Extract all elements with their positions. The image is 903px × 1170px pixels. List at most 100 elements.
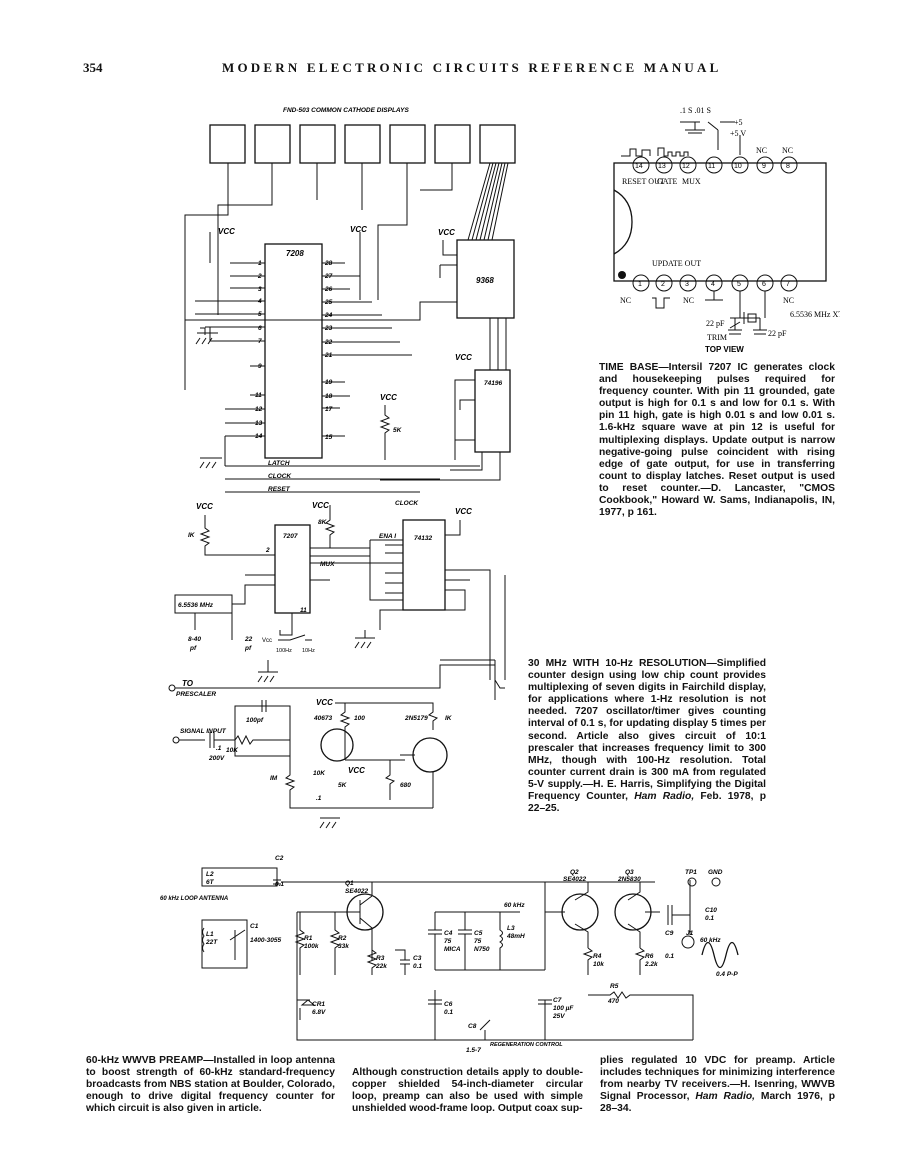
wwvb-c9v: 0.1 [665, 953, 674, 960]
r1k-label: IK [188, 532, 196, 539]
r680-label: 680 [400, 782, 411, 789]
reset-label: RESET [268, 486, 291, 493]
wwvb-cr1: CR1 [312, 1001, 325, 1008]
wwvb-q3v: 2N5830 [617, 876, 641, 883]
clock2-label: CLOCK [395, 500, 419, 507]
svg-text:6: 6 [258, 325, 262, 332]
wwvb-60khz-out: 60 kHz [700, 937, 721, 944]
svg-text:6: 6 [762, 281, 766, 288]
q2n5179-label: 2N5179 [404, 715, 428, 722]
wwvb-gnd: GND [708, 869, 723, 876]
trim-pin-label: TRIM [707, 333, 727, 342]
wwvb-c7: C7 [553, 997, 562, 1004]
wwvb-c3: C3 [413, 955, 422, 962]
counter-body: —Simplified counter design using low chi… [528, 658, 766, 803]
wwvb-col2: Although construction details apply to d… [352, 1067, 583, 1115]
vcc-label-2: VCC [350, 225, 367, 234]
cap22-right-label: 22 pF [768, 329, 787, 338]
wwvb-l3v: 48mH [506, 933, 525, 940]
wwvb-q1: Q1 [345, 880, 354, 887]
svg-text:12: 12 [255, 406, 263, 413]
wwvb-col3-a: plies regulated 10 VDC for preamp. Artic… [600, 1055, 835, 1103]
svg-text:25: 25 [324, 299, 333, 306]
svg-text:18: 18 [325, 393, 333, 400]
wwvb-r3: R3 [376, 955, 385, 962]
r1k2-label: IK [445, 715, 453, 722]
switch-values-label: .1 S .01 S [680, 106, 711, 115]
wwvb-c4v: 75 [444, 938, 452, 945]
page-number: 354 [83, 60, 103, 75]
wwvb-r5v: 470 [607, 998, 619, 1005]
wwvb-c7v: 100 µF [553, 1005, 574, 1012]
crystal-xtal-label: 6.5536 MHz XTAL [790, 310, 840, 319]
svg-text:9: 9 [762, 163, 766, 170]
wwvb-c8v: 1.5-7 [466, 1047, 481, 1054]
clock-label: CLOCK [268, 473, 292, 480]
wwvb-vpp: 0.4 P-P [716, 971, 738, 978]
wwvb-c1: C1 [250, 923, 259, 930]
wwvb-r5: R5 [610, 983, 619, 990]
chip-9368-label: 9368 [476, 276, 494, 285]
wwvb-col1: —Installed in loop antenna to boost stre… [86, 1055, 335, 1115]
counter-heading: 30 MHz WITH 10-Hz RESOLUTION [528, 658, 707, 669]
running-title: MODERN ELECTRONIC CIRCUITS REFERENCE MAN… [222, 60, 722, 75]
wwvb-c2: C2 [275, 855, 284, 862]
r1m-label: IM [270, 775, 278, 782]
vcc-label-4: VCC [455, 353, 472, 362]
chip-74132 [402, 519, 446, 611]
plus5v-label: +5 V [730, 129, 746, 138]
svg-text:2: 2 [257, 273, 262, 280]
nc-label-1: NC [756, 146, 767, 155]
vcc-label-7: VCC [455, 507, 472, 516]
q40673-label: 40673 [313, 715, 332, 722]
reset-out-label: RESET OUT [622, 177, 665, 186]
wwvb-r6v: 2.2k [644, 961, 658, 968]
svg-text:7: 7 [258, 338, 262, 345]
svg-text:3: 3 [685, 281, 689, 288]
wwvb-col3-tail: March 1976, p 28–34. [600, 1091, 835, 1115]
v200-label: 200V [208, 755, 225, 762]
wwvb-regen: REGENERATION CONTROL [490, 1042, 563, 1048]
time-base-heading: TIME BASE [599, 362, 659, 373]
wwvb-c6v: 0.1 [444, 1009, 453, 1016]
wwvb-l2v: 6T [206, 879, 215, 886]
top-pins: 14 13 12 11 10 9 8 [632, 156, 798, 174]
wwvb-caption-col2: Although construction details apply to d… [352, 1067, 583, 1115]
svg-text:17: 17 [325, 406, 333, 413]
r8k-label: 8K [318, 519, 328, 526]
svg-text:2: 2 [265, 547, 270, 554]
transistor-2n5179 [412, 737, 448, 773]
crystal-label: 6.5536 MHz [178, 602, 214, 609]
switch-label: Vcc [262, 638, 272, 644]
ena-label: ENA I [379, 533, 396, 540]
wwvb-c1v: 1400-3055 [250, 937, 281, 944]
svg-text:9: 9 [258, 363, 262, 370]
wwvb-c10: C10 [705, 907, 717, 914]
wwvb-c4: C4 [444, 930, 453, 937]
cap01-label: .1 [316, 795, 322, 802]
counter-caption: 30 MHz WITH 10-Hz RESOLUTION—Simplified … [528, 658, 766, 815]
wwvb-col3-journal: Ham Radio, [695, 1091, 755, 1103]
vcc-label-8: VCC [196, 502, 213, 511]
update-out-label: UPDATE OUT [652, 259, 701, 268]
wwvb-r6: R6 [645, 953, 654, 960]
wwvb-c2v: 0.1 [275, 881, 284, 888]
seven-segment-displays [209, 124, 516, 164]
counter-citation-tail: Feb. 1978, p 22–25. [528, 791, 766, 815]
hz100-label: 100Hz [276, 648, 292, 654]
cap22-left-label: 22 pF [706, 319, 725, 328]
svg-text:19: 19 [325, 379, 333, 386]
wwvb-cr1v: 6.8V [312, 1009, 326, 1016]
chip-9368 [456, 239, 515, 319]
vcc-label-3: VCC [438, 228, 455, 237]
prescaler-label: PRESCALER [176, 691, 216, 698]
wwvb-q2v: SE4022 [563, 876, 587, 883]
timebase-schematic: .1 S .01 S +5 +5 V NC NC 14 13 12 11 10 … [613, 106, 840, 354]
vcc-label-9: VCC [316, 698, 333, 707]
nc-label-5: NC [783, 296, 794, 305]
svg-text:28: 28 [324, 260, 333, 267]
wwvb-l3: L3 [507, 925, 515, 932]
hz10-label: 10Hz [302, 648, 315, 654]
wwvb-r1v: 100k [304, 943, 319, 950]
r100-label: 100 [354, 715, 365, 722]
